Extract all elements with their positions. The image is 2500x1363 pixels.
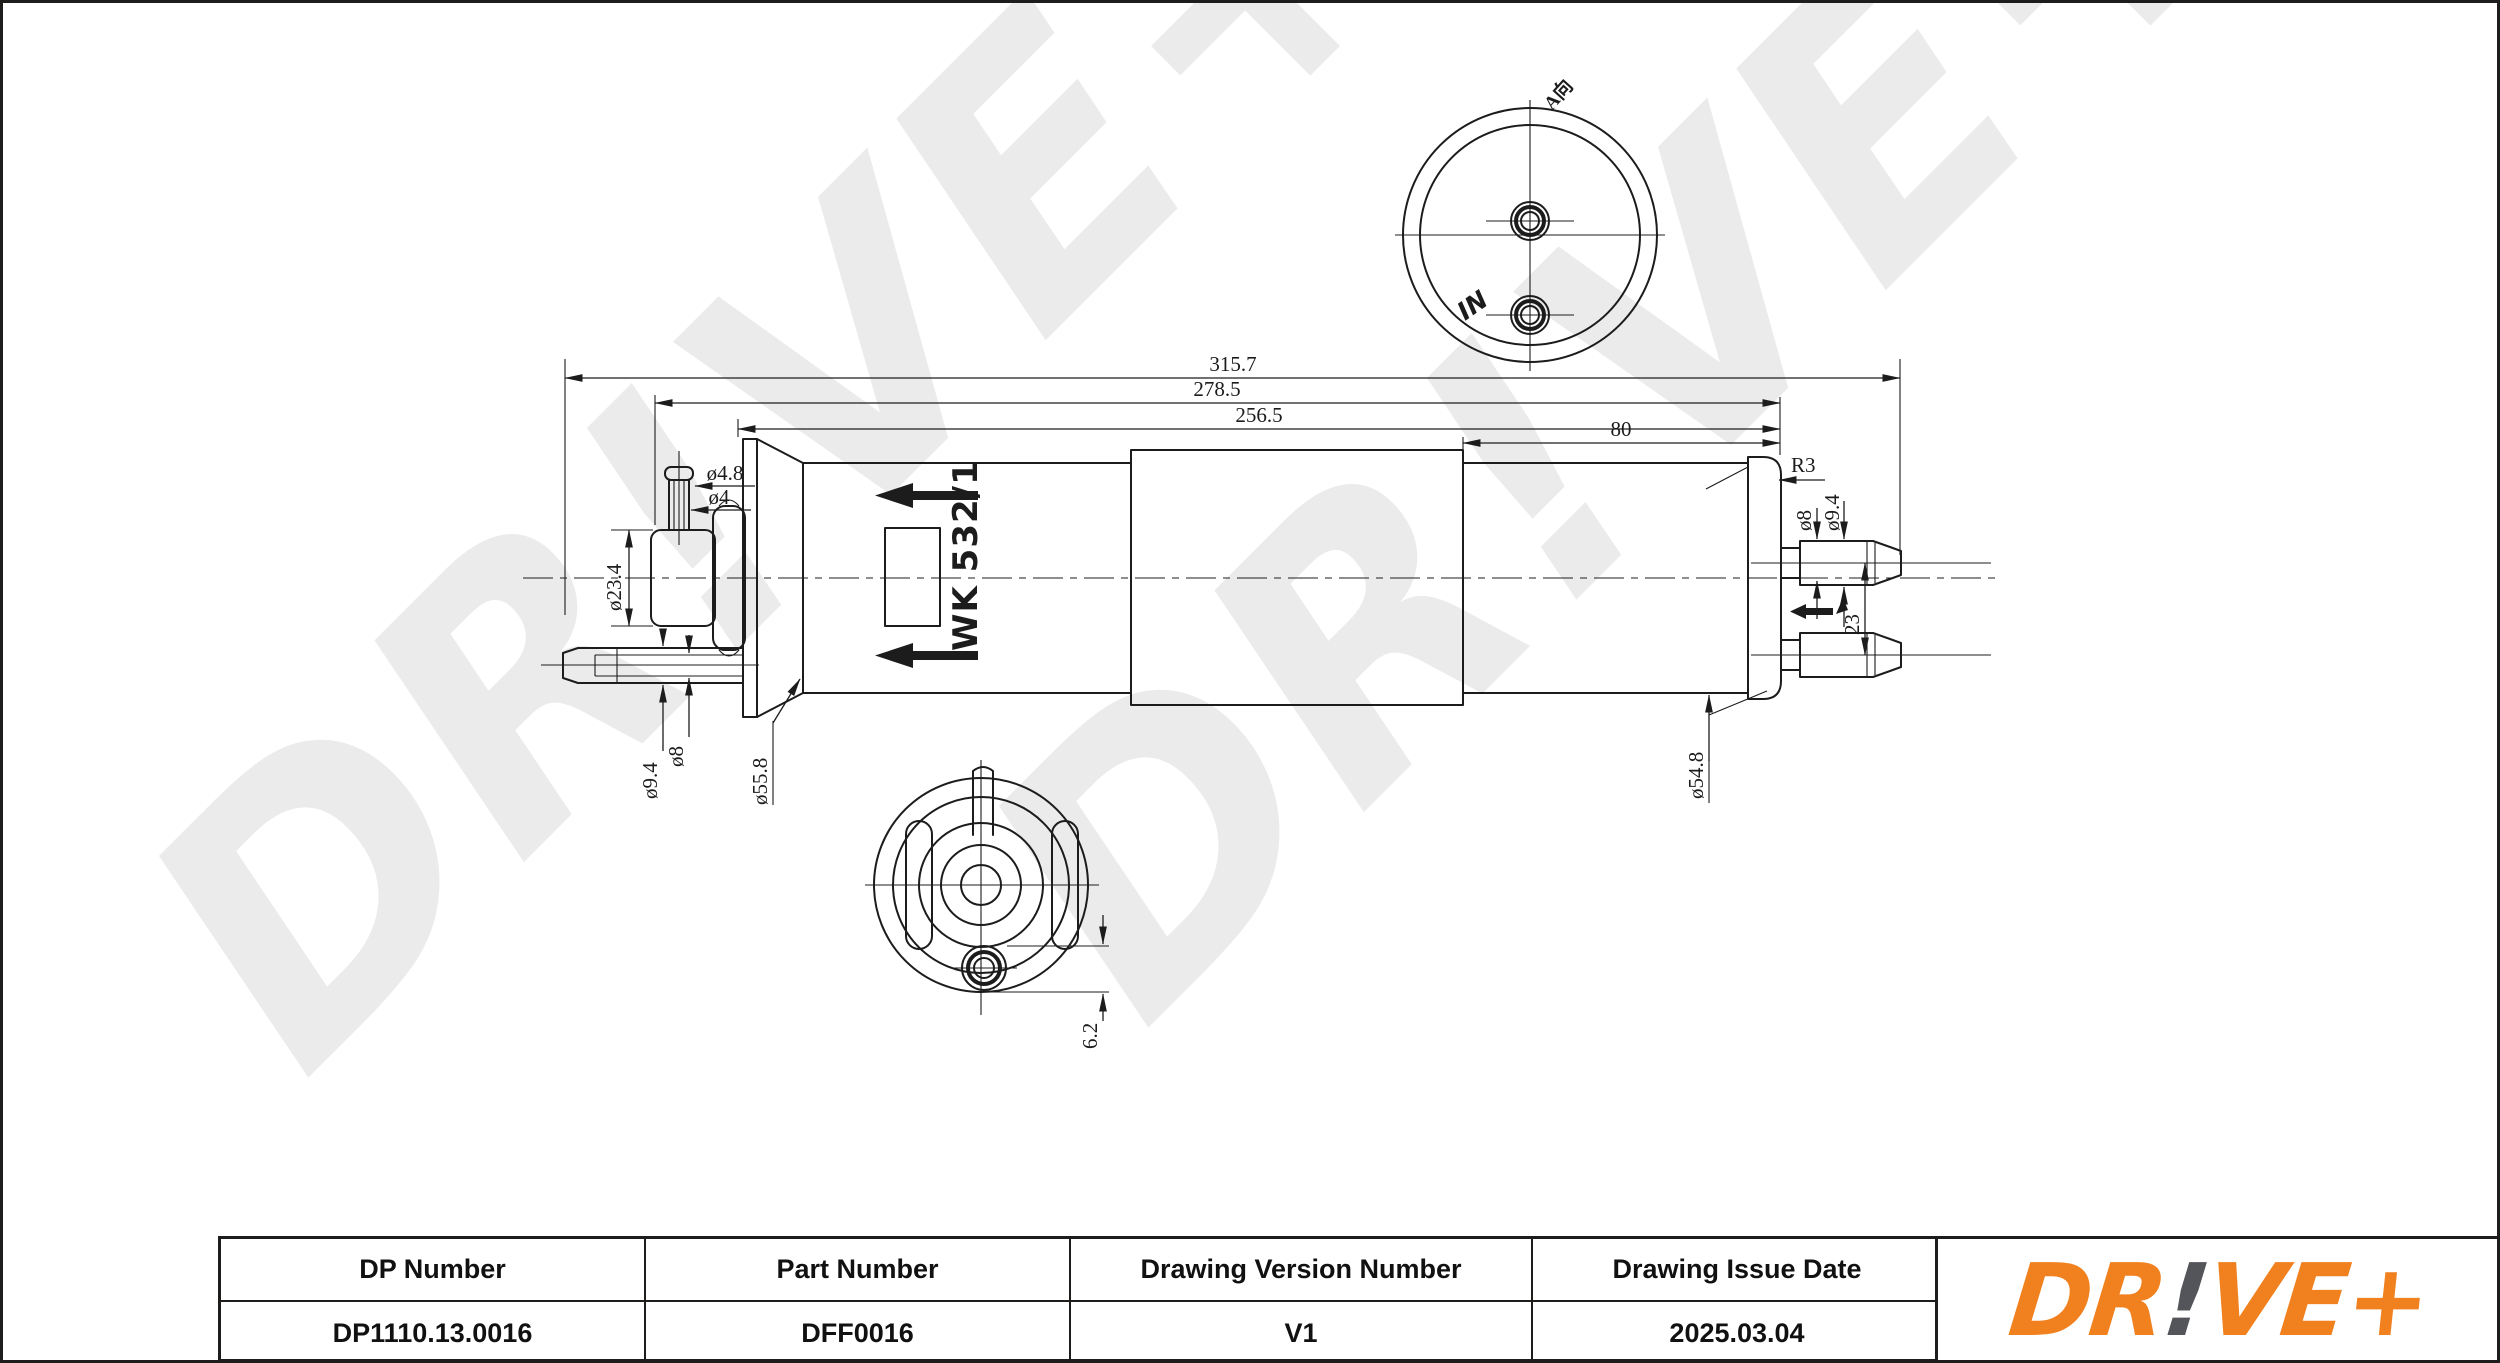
section-view-arrow: [1790, 598, 1848, 619]
dim-right-section: 80: [1611, 417, 1632, 441]
logo-suffix: VE+: [2200, 1241, 2434, 1359]
header-drawing-version: Drawing Version Number: [1071, 1239, 1533, 1302]
title-block-table: DP Number Part Number Drawing Version Nu…: [218, 1236, 1941, 1360]
dim-left-port-od: ø9.4: [638, 762, 662, 799]
left-lower-port: [541, 647, 759, 684]
dim-top-port-od: ø4.8: [707, 461, 744, 485]
right-port-lower: [1751, 632, 1991, 678]
header-dp-number: DP Number: [221, 1239, 646, 1302]
bottom-view-dim: 6.2: [985, 915, 1109, 1049]
dim-plate-od: ø55.8: [748, 758, 772, 805]
value-part-number: DFF0016: [646, 1302, 1071, 1360]
value-dp-number: DP1110.13.0016: [221, 1302, 646, 1360]
dim-top-port-id: ø4: [709, 485, 731, 509]
fuel-filter-drawing: DR!VE+ DR!VE+ A向 IN: [67, 3, 2336, 1143]
bottom-view-port: [951, 945, 1017, 991]
brand-watermark: DR!VE+ DR!VE+: [67, 3, 2336, 1143]
part-marking: WK 532/1: [946, 460, 986, 651]
dim-left-port-id: ø8: [664, 746, 688, 767]
value-issue-date: 2025.03.04: [1669, 1318, 1805, 1348]
filter-body: [802, 449, 1782, 716]
header-part-number: Part Number: [646, 1239, 1071, 1302]
dim-port-spacing: 23: [1840, 614, 1864, 635]
right-port-upper: [1751, 540, 1991, 586]
end-view-port-upper: [1486, 201, 1574, 241]
bottom-view-top-tube: [972, 766, 994, 836]
dim-port-offset: 6.2: [1078, 1023, 1102, 1049]
dimensions: 315.7 278.5 256.5 80 ø4.8 ø4 ø23.4: [564, 352, 1901, 805]
logo-prefix: DR: [2004, 1241, 2171, 1359]
value-drawing-version: V1: [1071, 1302, 1533, 1360]
end-view-port-lower: [1486, 295, 1574, 335]
drive-plus-logo: DR!VE+: [2004, 1242, 2433, 1359]
left-top-port: [664, 451, 694, 545]
left-end-cap: [650, 438, 804, 718]
side-view: WK 532/1: [523, 352, 1998, 805]
logo-cell: DR!VE+: [1938, 1236, 2497, 1360]
dim-cap-radius: R3: [1791, 453, 1816, 477]
flow-arrow-icon: [875, 643, 978, 668]
end-view-bottom: 6.2: [865, 760, 1109, 1049]
dim-right-port-od: ø9.4: [1820, 494, 1844, 531]
flow-arrow-icon: [875, 483, 978, 508]
dim-to-block: 278.5: [1193, 377, 1240, 401]
header-issue-date: Drawing Issue Date: [1533, 1239, 1941, 1302]
label-box: [884, 527, 941, 627]
dim-overall: 315.7: [1209, 352, 1256, 376]
dim-left-block-od: ø23.4: [602, 563, 626, 611]
dim-right-port-id: ø8: [1792, 510, 1816, 531]
dim-to-plate: 256.5: [1235, 403, 1282, 427]
dim-body-od: ø54.8: [1684, 752, 1708, 799]
